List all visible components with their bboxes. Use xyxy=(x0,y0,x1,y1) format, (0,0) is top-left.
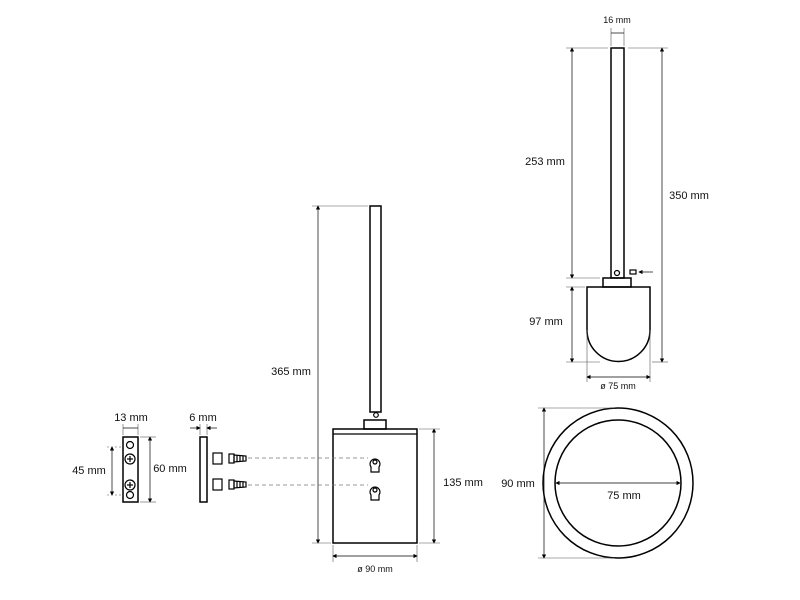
dim-holder-total-height: 365 mm xyxy=(271,366,311,378)
screw-icon xyxy=(228,479,247,490)
mounting-plate xyxy=(199,436,208,503)
dim-ring-inner: 75 mm xyxy=(607,490,641,502)
wall-plug-icon xyxy=(212,452,223,465)
plate-view: 6 mm xyxy=(189,412,247,503)
dim-bracket-height: 60 mm xyxy=(153,463,187,475)
dim-bracket-hole-spacing: 45 mm xyxy=(72,465,106,477)
brush-view: 16 mm 253 mm 350 mm 97 mm ø 75 mm xyxy=(525,15,709,391)
dim-brush-head-diameter: ø 75 mm xyxy=(600,381,636,391)
dim-holder-container-height: 135 mm xyxy=(443,477,483,489)
wall-bracket xyxy=(122,436,139,503)
holder-view: 365 mm 135 mm ø 90 mm xyxy=(248,205,483,574)
keyhole-icon xyxy=(369,458,381,473)
screw-icon xyxy=(228,453,247,464)
holder-collar xyxy=(363,419,387,430)
dim-brush-handle-length: 253 mm xyxy=(525,156,565,168)
dim-brush-total-length: 350 mm xyxy=(669,190,709,202)
brush-handle xyxy=(610,47,625,279)
ring-view: 90 mm 75 mm xyxy=(501,407,694,559)
holder-handle-screw xyxy=(373,412,379,418)
dim-bracket-width: 13 mm xyxy=(114,412,148,424)
wall-plug-icon xyxy=(212,478,223,491)
brush-head xyxy=(586,286,651,363)
holder-container xyxy=(332,428,418,544)
dim-brush-head-length: 97 mm xyxy=(529,316,563,328)
dim-brush-handle-width: 16 mm xyxy=(603,15,631,25)
bracket-view: 13 mm 45 mm 60 mm xyxy=(72,412,187,503)
holder-handle xyxy=(369,205,382,413)
ring-inner xyxy=(554,419,682,547)
dim-holder-container-diameter: ø 90 mm xyxy=(357,564,393,574)
brush-ferrule xyxy=(602,277,632,288)
brush-screw-icon xyxy=(629,269,637,275)
dim-ring-outer: 90 mm xyxy=(501,478,535,490)
brush-screw-hole xyxy=(613,269,621,277)
dim-plate-thickness: 6 mm xyxy=(189,412,217,424)
keyhole-icon xyxy=(369,486,381,501)
